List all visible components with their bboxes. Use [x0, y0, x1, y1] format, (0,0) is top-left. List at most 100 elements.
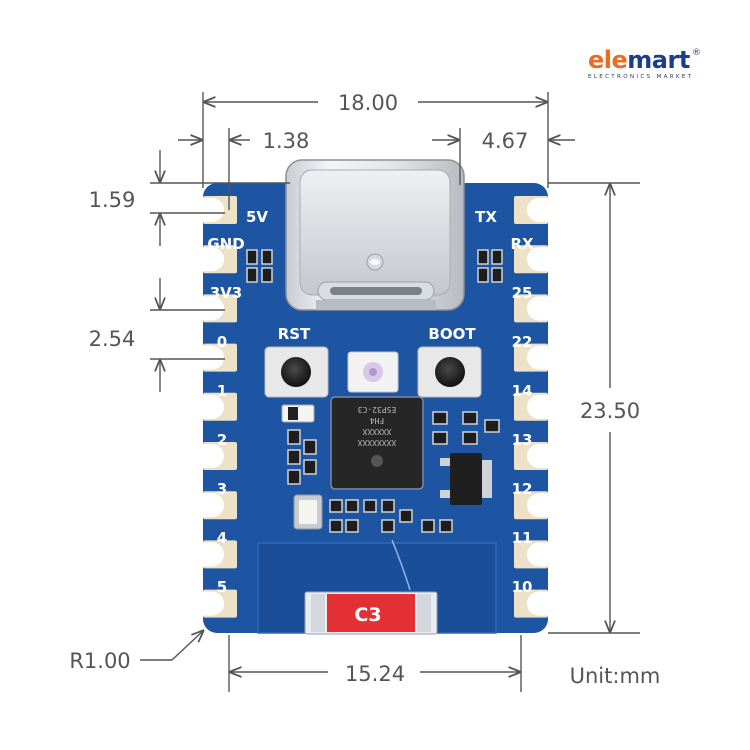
smd-part [287, 449, 301, 465]
right-pin-notch [539, 542, 555, 567]
left-pin-label: 5 [217, 578, 227, 596]
unit-label: Unit:mm [570, 664, 661, 688]
dim-top-offset: 1.59 [89, 188, 136, 212]
dim-right-offset: 4.67 [482, 129, 529, 153]
right-pin-label: 11 [512, 529, 533, 547]
dim-corner-radius: R1.00 [69, 649, 130, 673]
left-pin-label: 1 [217, 382, 227, 400]
smd-part [246, 249, 258, 265]
left-pin-notch [196, 493, 212, 518]
smd-part [261, 249, 273, 265]
smd-part [399, 509, 413, 523]
right-pin-label: 10 [512, 578, 533, 596]
chip-marking: XXXXXXXX [358, 438, 397, 447]
left-pin-notch [196, 542, 212, 567]
smd-part [381, 499, 395, 513]
left-pin-notch [196, 394, 212, 419]
brand-name: elemart [588, 48, 718, 72]
chip-marking: FH4 [370, 416, 385, 425]
dim-pin-pitch: 2.54 [89, 327, 136, 351]
smd-part [363, 499, 377, 513]
right-pin-notch [539, 198, 555, 222]
left-pin-notch [196, 247, 212, 272]
left-pin-label: GND [207, 235, 244, 253]
rgb-led [347, 351, 399, 393]
smd-part [381, 519, 395, 533]
left-pin-label: 0 [217, 333, 227, 351]
ldo-regulator [440, 453, 492, 505]
right-pin-notch [539, 591, 555, 616]
chip-marking: ESP32-C3 [358, 405, 397, 414]
smd-part [484, 419, 500, 433]
right-pin-label: 13 [512, 431, 533, 449]
smd-part [345, 499, 359, 513]
boot-button [417, 346, 482, 398]
smd-part [439, 519, 453, 533]
smd-part [477, 267, 489, 283]
right-pin-label: 12 [512, 480, 533, 498]
diode [281, 404, 315, 423]
left-pin-label: 4 [217, 529, 227, 547]
dimension-lines [140, 92, 640, 692]
usb-c-connector [285, 159, 465, 311]
smd-part [287, 469, 301, 485]
left-pin-notch [196, 296, 212, 321]
right-pin-label: RX [510, 235, 534, 253]
smd-part [432, 411, 448, 425]
right-pin-notch [539, 296, 555, 321]
crystal [293, 494, 323, 530]
right-pin-notch [539, 444, 555, 468]
smd-part [462, 411, 478, 425]
smd-part [329, 499, 343, 513]
dim-board-height: 23.50 [580, 399, 640, 423]
right-pin-notch [539, 493, 555, 518]
right-pin-notch [539, 394, 555, 419]
left-pin-label: 2 [217, 431, 227, 449]
dim-left-offset: 1.38 [263, 129, 310, 153]
right-pin-pads [514, 196, 555, 618]
smd-part [287, 429, 301, 445]
smd-part [303, 439, 317, 455]
smd-part [462, 431, 478, 445]
brand-name-part1: ele [588, 46, 628, 74]
left-pin-label: 3 [217, 480, 227, 498]
left-pin-notch [196, 198, 212, 222]
right-pin-notch [539, 345, 555, 370]
smd-part [421, 519, 435, 533]
dim-total-width: 18.00 [338, 91, 398, 115]
left-pin-label: 3V3 [210, 284, 242, 302]
left-pin-notch [196, 444, 212, 468]
right-pin-label: 22 [512, 333, 533, 351]
ceramic-antenna: C3 [304, 591, 438, 635]
dim-row-spacing: 15.24 [345, 662, 405, 686]
smd-part [345, 519, 359, 533]
brand-logo: elemart ® ELECTRONICS MARKET [588, 48, 718, 88]
boot-label: BOOT [428, 325, 476, 343]
smd-part [477, 249, 489, 265]
smd-part [432, 431, 448, 445]
antenna-label: C3 [354, 604, 381, 626]
left-pin-pads [196, 196, 237, 618]
right-pin-label: 14 [512, 382, 533, 400]
rst-label: RST [278, 325, 311, 343]
brand-tagline: ELECTRONICS MARKET [588, 74, 694, 80]
chip-marking: XXXXXX [362, 427, 391, 436]
dimension-labels: 18.00 1.38 4.67 1.59 2.54 23.50 15.24 R1… [69, 91, 660, 688]
left-pin-label: 5V [246, 208, 268, 226]
left-pin-notch [196, 591, 212, 616]
smd-part [303, 459, 317, 475]
left-pin-notch [196, 345, 212, 370]
smd-part [491, 249, 503, 265]
smd-part [246, 267, 258, 283]
brand-name-part2: mart [627, 46, 690, 74]
smd-part [261, 267, 273, 283]
rst-button [264, 346, 329, 398]
smd-components [246, 249, 503, 533]
right-pin-label: 25 [512, 284, 533, 302]
right-pin-notch [539, 247, 555, 272]
antenna-trace [391, 539, 411, 591]
right-pin-label: TX [475, 208, 497, 226]
